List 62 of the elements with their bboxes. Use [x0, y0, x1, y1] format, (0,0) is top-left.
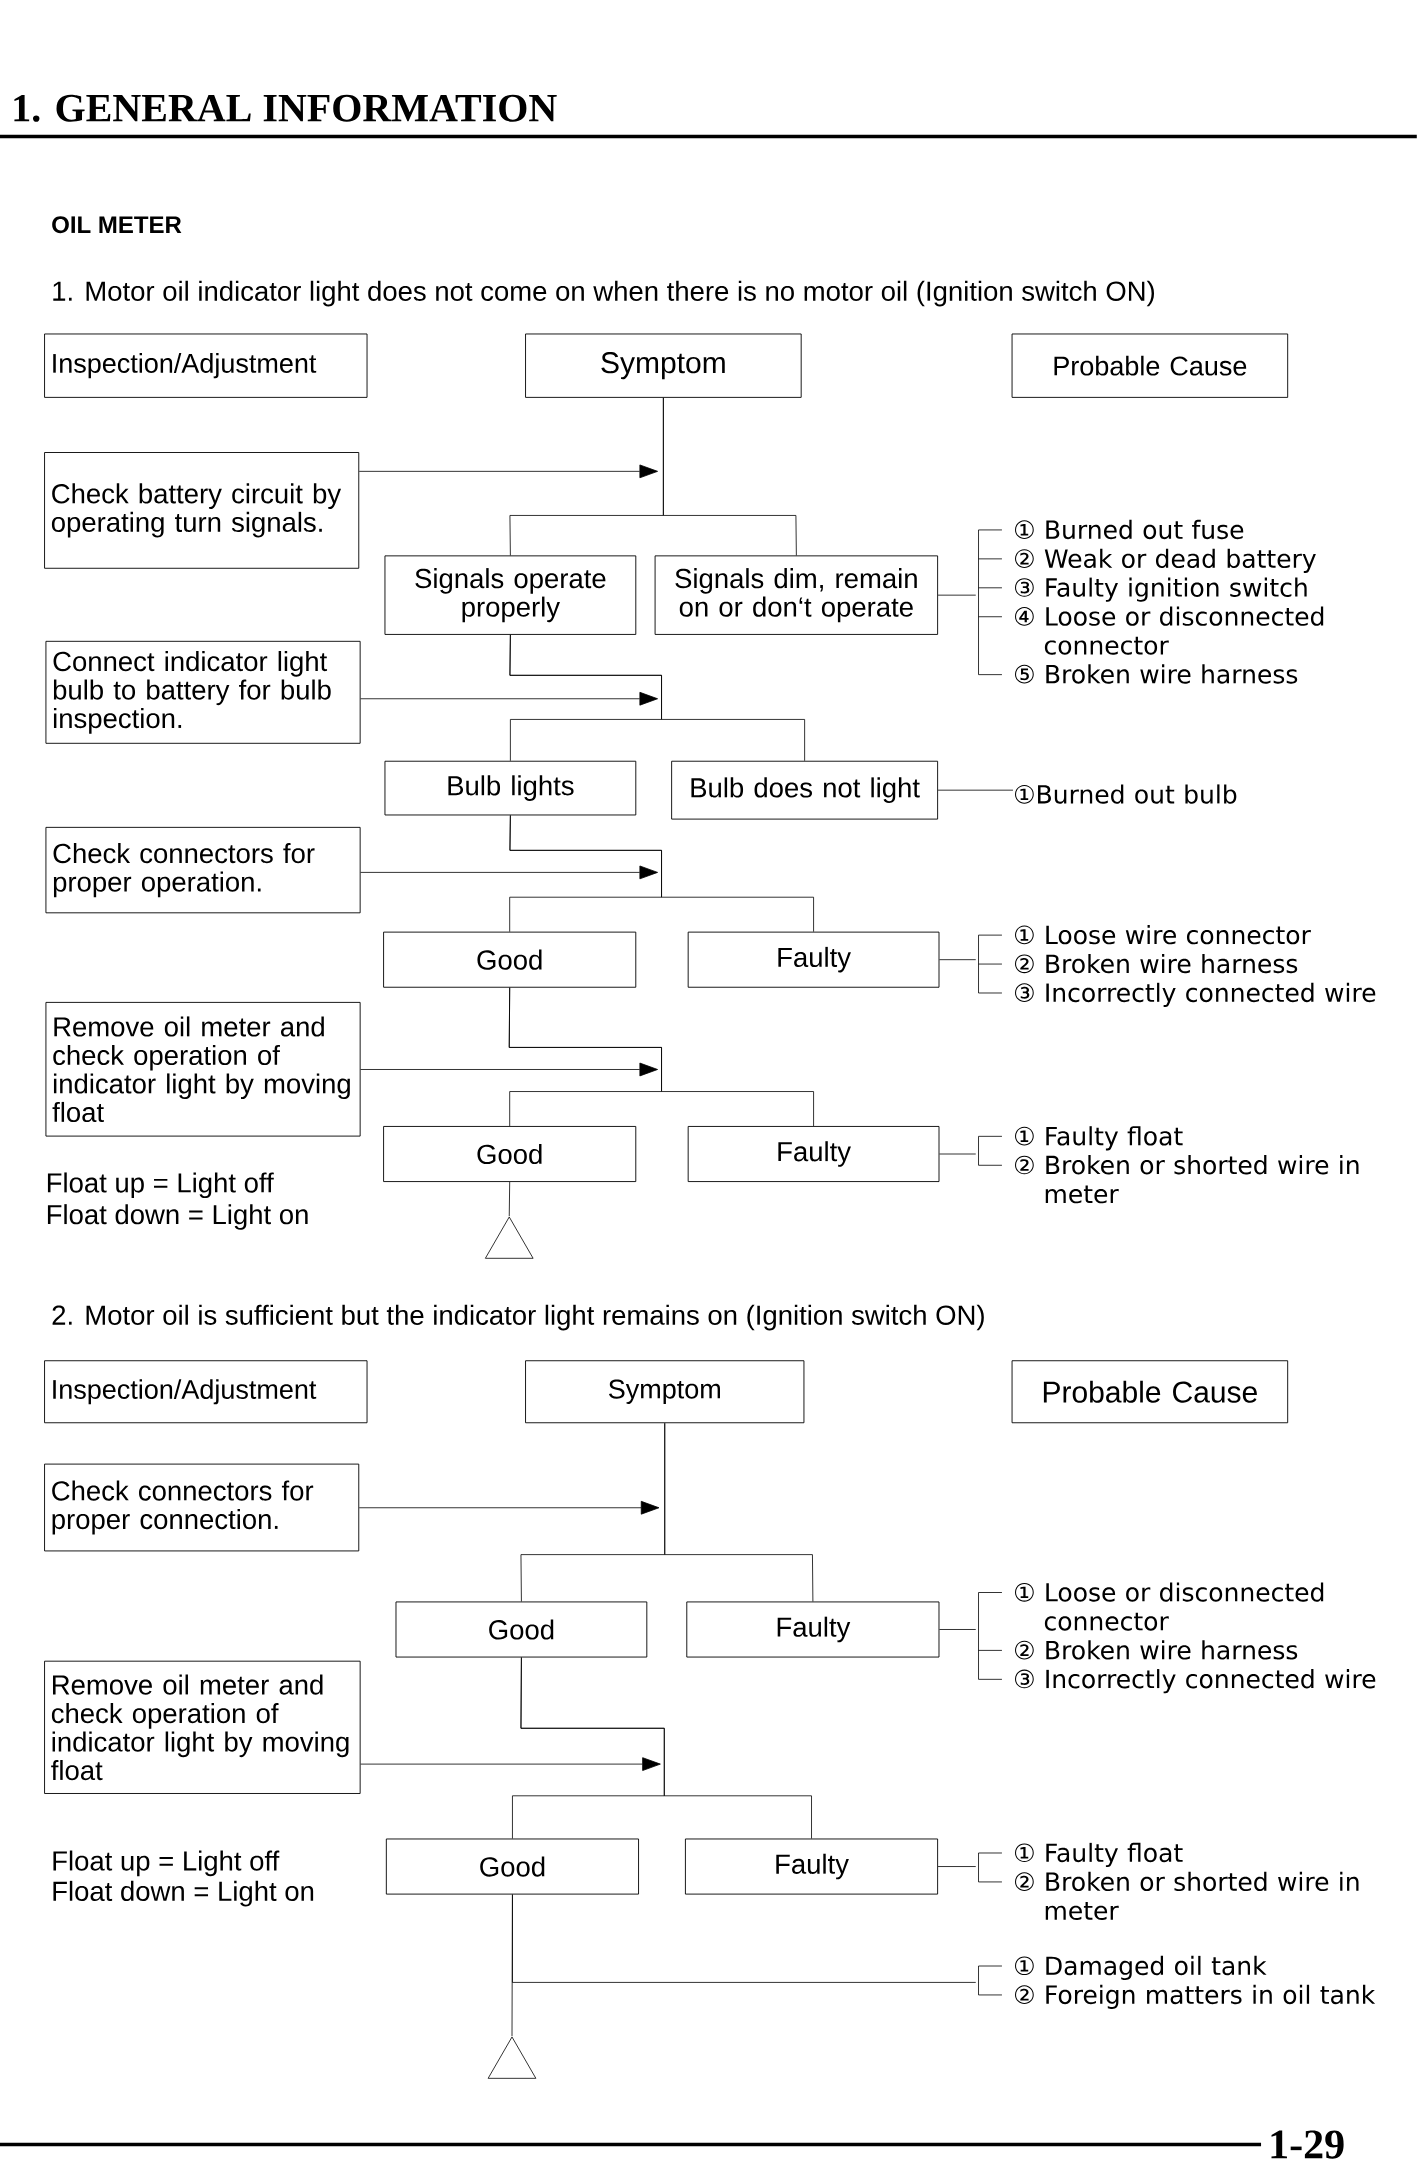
inspection-box: Check connectors for proper operation. [45, 826, 361, 914]
connector [509, 634, 806, 762]
connector [520, 1657, 812, 1839]
connector [939, 1153, 977, 1155]
arrow [358, 464, 659, 479]
note-text: Float up = Light off [48, 1172, 274, 1199]
result-box: Signals dim, remain on or don‘t operate [654, 555, 939, 635]
cause-list: ① Loose wire connector ② Broken wire harness ③ Incorrectly connected wire [978, 925, 1376, 1007]
cause-list: ① Burned out fuse ② Weak or dead battery ③ Faulty ignition switch ④ Loose or disconnected connector ⑤ Broken wire harness [978, 519, 1324, 684]
column-header: Probable Cause [1011, 1360, 1289, 1424]
note-text: Float down = Light on [53, 1880, 314, 1907]
inspection-box: Check battery circuit by operating turn signals. [44, 452, 360, 569]
cause-list: ① Damaged oil tank ② Foreign matters in oil tank [978, 1955, 1376, 2009]
connector [508, 1181, 511, 1217]
column-header: Probable Cause [1011, 333, 1289, 398]
inspection-box: Check connectors for proper connection. [44, 1463, 360, 1552]
result-box: Bulb does not light [671, 760, 939, 820]
result-box: Faulty [686, 1601, 940, 1658]
arrow [358, 1500, 660, 1515]
end-triangle [487, 2036, 537, 2079]
connector [937, 594, 977, 596]
result-box: Faulty [685, 1838, 939, 1895]
column-header: Inspection/Adjustment [44, 333, 368, 398]
inspection-box: Remove oil meter and check operation of indicator light by moving float [44, 1660, 361, 1794]
cause-list: ①Burned out bulb [1015, 784, 1237, 804]
cause-list: ① Faulty float ② Broken or shorted wire in meter [978, 1126, 1359, 1204]
connector [939, 1629, 977, 1630]
arrow [360, 1062, 659, 1077]
arrow [360, 1757, 661, 1771]
cause-list: ① Faulty float ② Broken or shorted wire in meter [978, 1842, 1359, 1920]
page-title: 1. GENERAL INFORMATION [14, 94, 557, 122]
result-box: Good [383, 1126, 637, 1182]
connector [663, 397, 797, 556]
connector [508, 987, 815, 1127]
column-header: Inspection/Adjustment [44, 1360, 368, 1424]
connector [509, 815, 815, 933]
page-number: 1-29 [1271, 2130, 1344, 2159]
arrow [360, 691, 659, 706]
connector [664, 1422, 814, 1602]
instruction-text: 1. Motor oil indicator light does not come on when there is no motor oil (Ignition switch ON) [53, 280, 1155, 307]
inspection-box: Connect indicator light bulb to battery for bulb inspection. [45, 640, 361, 744]
result-box: Good [395, 1601, 648, 1658]
arrow [360, 865, 659, 880]
connector [937, 1866, 977, 1867]
connector [511, 1894, 513, 2037]
result-box: Faulty [687, 931, 940, 988]
note-text: Float down = Light on [48, 1204, 308, 1230]
cause-list: ① Loose or disconnected connector ② Broken wire harness ③ Incorrectly connected wire [978, 1582, 1376, 1694]
instruction-text: 2. Motor oil is sufficient but the indicator light remains on (Ignition switch ON) [52, 1304, 984, 1331]
result-box: Good [385, 1838, 640, 1895]
column-header: Symptom [525, 1360, 805, 1424]
column-header: Symptom [525, 333, 802, 398]
note-text: Float up = Light off [53, 1850, 280, 1877]
inspection-box: Remove oil meter and check operation of indicator light by moving float [45, 1001, 361, 1137]
connector [939, 959, 977, 961]
result-box: Bulb lights [384, 760, 637, 816]
result-box: Good [383, 931, 637, 988]
end-triangle [485, 1216, 534, 1259]
connector [937, 789, 1014, 791]
result-box: Faulty [687, 1126, 940, 1182]
result-box: Signals operate properly [384, 555, 637, 635]
section-heading: OIL METER [52, 216, 182, 234]
